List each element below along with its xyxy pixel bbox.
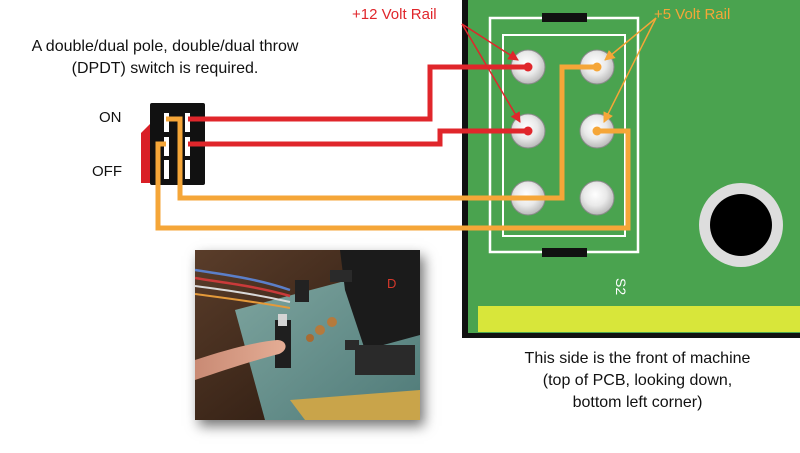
front-of-machine-note: This side is the front of machine (top o… [470,348,800,414]
photo-component [330,270,352,282]
wire-12v-top [188,64,528,122]
photo-capacitor [306,334,314,342]
pcb-front-edge-strip [478,306,800,332]
switch-terminal [164,160,169,179]
photo-component [295,280,309,302]
front-note-line: This side is the front of machine [524,350,751,367]
photo-slide-switch-lever [278,314,287,326]
wire-12v-middle [188,128,528,147]
front-note-line: (top of PCB, looking down, [542,372,733,389]
intro-text-line: A double/dual pole, double/dual throw [31,38,299,55]
photo-connector [355,345,415,375]
photo-finger [195,340,286,380]
switch-footprint-outline [488,16,640,254]
switch-on-label: ON [99,109,122,126]
switch-lever [141,124,150,183]
footprint-top-tab [542,13,587,22]
photo-chip [340,250,420,350]
arrow-5v-top [604,17,657,61]
wires-5v [155,64,631,231]
photo-capacitor [315,325,325,335]
photo-edge-connector [290,390,420,420]
pcb-silkscreen-label: S2 [613,278,629,295]
photo-wire [195,293,291,309]
wire-5v-middle-solder-point [592,126,602,136]
photo-capacitor [327,317,337,327]
wire-5v-top [166,64,597,201]
arrow-12v-top [461,23,519,61]
wire-12v-middle-solder-point [523,126,533,136]
switch-footprint-inner [502,34,626,237]
arrow-12v-middle [461,23,521,123]
pcb-surface [468,0,800,333]
switch-terminal [185,137,190,156]
installed-switch-photo: D [195,250,420,420]
pcb-board: S2 [462,0,800,338]
wires-12v [188,64,528,147]
photo-illustration: D [195,250,420,420]
photo-chip-marking: D [387,276,396,291]
front-note-line: bottom left corner) [572,394,703,411]
rail-5v-label: +5 Volt Rail [654,6,731,23]
solder-pad-bottom-right [579,180,615,216]
rail-12v-label: +12 Volt Rail [352,6,437,23]
photo-wire [195,276,291,298]
mounting-hole [710,194,772,256]
switch-off-label: OFF [92,163,122,180]
photo-wire [195,285,291,303]
wire-5v-middle [155,128,631,231]
wire-12v-top-solder-point [523,62,533,72]
intro-text-line: (DPDT) switch is required. [71,60,259,77]
photo-wire [195,268,291,292]
intro-text: A double/dual pole, double/dual throw (D… [0,36,330,80]
footprint-bottom-tab [542,248,587,257]
switch-terminal [185,113,190,132]
switch-terminal [185,160,190,179]
switch-terminal [164,113,169,132]
arrows-12v [461,23,521,123]
wire-5v-top-solder-point [592,62,602,72]
arrow-5v-middle [603,17,657,123]
arrows-5v [603,17,657,123]
switch-terminal [164,137,169,156]
photo-component [345,340,359,350]
